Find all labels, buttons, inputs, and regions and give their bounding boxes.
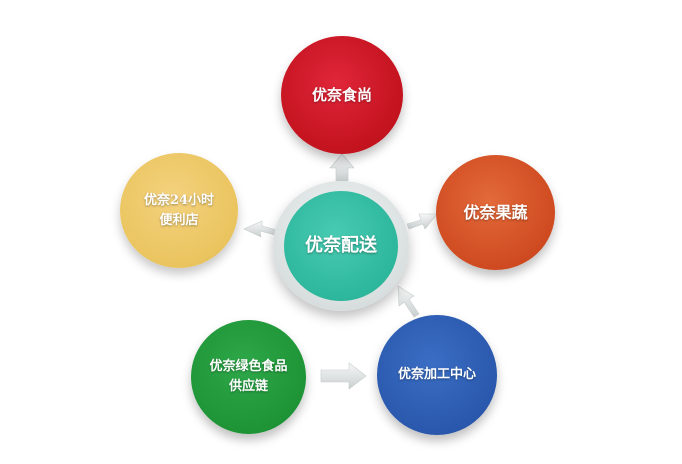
node-center-label: 优奈配送 bbox=[305, 235, 377, 256]
node-bottom-right-label: 优奈加工中心 bbox=[397, 367, 476, 382]
node-top: 优奈食尚 bbox=[281, 36, 403, 154]
node-right-label: 优奈果蔬 bbox=[463, 202, 528, 222]
node-bottom-left: 优奈绿色食品 供应链 bbox=[191, 320, 306, 434]
arrow-br-to-center bbox=[397, 285, 420, 318]
node-center: 优奈配送 bbox=[284, 191, 398, 301]
node-top-label: 优奈食尚 bbox=[311, 86, 372, 104]
node-bottom-left-label-line2: 供应链 bbox=[228, 379, 268, 394]
node-left-label-line2: 便利店 bbox=[159, 212, 199, 228]
arrow-to-left bbox=[243, 220, 278, 238]
node-left-label-line1: 优奈24小时 bbox=[143, 192, 215, 208]
node-right: 优奈果蔬 bbox=[436, 155, 555, 270]
node-left: 优奈24小时 便利店 bbox=[120, 153, 238, 268]
node-bottom-left-label-line1: 优奈绿色食品 bbox=[209, 359, 288, 374]
node-bottom-right: 优奈加工中心 bbox=[377, 315, 497, 435]
arrow-bl-to-br bbox=[320, 362, 367, 390]
arrow-to-top bbox=[329, 153, 355, 182]
arrow-to-right bbox=[406, 213, 438, 230]
